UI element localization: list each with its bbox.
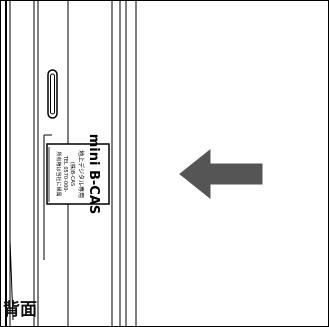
card-slot-opening [43, 134, 52, 260]
card-line2-text: 所有権は当社に帰属 [55, 151, 62, 196]
mini-b-cas-card: mini B-CAS 地上デジタル専用 (株)B-CAS TEL 0570-00… [46, 134, 110, 215]
insert-direction-arrow [179, 148, 263, 200]
card-tel-text: TEL 0570-000- [62, 155, 68, 193]
memory-card-slot [47, 69, 58, 119]
card-broadcast-text: 地上デジタル専用 [77, 150, 85, 198]
card-brand-text: mini B-CAS [86, 134, 101, 215]
device-bottom-left-detail [9, 239, 14, 321]
rear-caption: 背面 [3, 300, 37, 320]
card-line1-text: (株)B-CAS [69, 162, 76, 186]
